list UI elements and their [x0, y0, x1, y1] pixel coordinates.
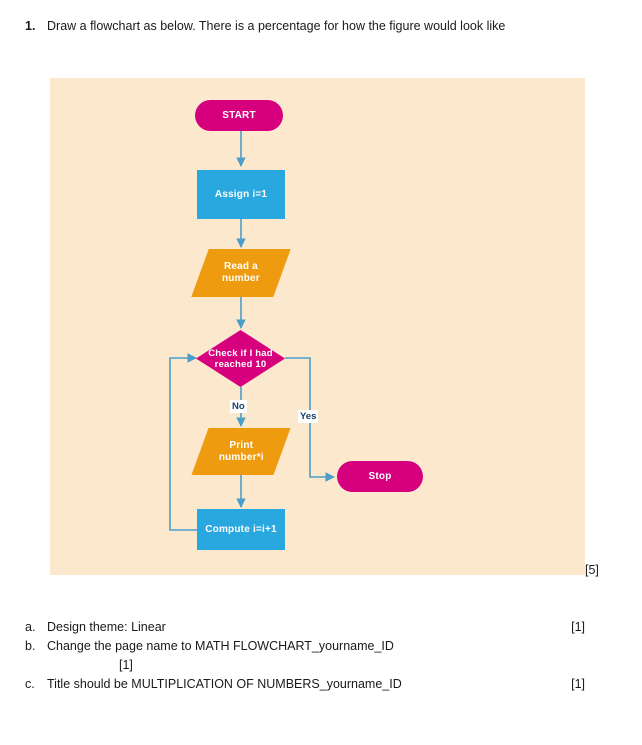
node-print-label: Print number*i: [218, 439, 264, 463]
sub-item-b-text: Change the page name to MATH FLOWCHART_y…: [47, 639, 394, 653]
sub-item-a-mark: [1]: [571, 620, 585, 634]
sub-item-b: b. Change the page name to MATH FLOWCHAR…: [25, 637, 625, 656]
node-compute-label: Compute i=i+1: [205, 523, 277, 535]
branch-label-no: No: [230, 400, 247, 413]
sub-item-a: a. Design theme: Linear [1]: [25, 618, 625, 637]
sub-item-a-text: Design theme: Linear: [47, 620, 166, 634]
decision-diamond-shape: [196, 330, 285, 387]
question-number: 1.: [25, 19, 36, 33]
node-assign[interactable]: Assign i=1: [197, 170, 285, 219]
question-text: Draw a flowchart as below. There is a pe…: [47, 19, 506, 33]
branch-label-yes: Yes: [298, 410, 319, 423]
sub-item-c-letter: c.: [25, 677, 35, 691]
node-stop-label: Stop: [368, 470, 392, 482]
node-assign-label: Assign i=1: [214, 188, 268, 200]
question-1: 1. Draw a flowchart as below. There is a…: [25, 18, 625, 34]
node-decision[interactable]: Check if I had reached 10: [196, 330, 285, 387]
question-mark: [5]: [585, 563, 599, 577]
sub-item-a-letter: a.: [25, 620, 36, 634]
flowchart-panel: START Assign i=1 Read a number Check if …: [50, 78, 585, 575]
flowchart-connectors: [169, 131, 335, 531]
node-read[interactable]: Read a number: [191, 249, 291, 297]
node-start[interactable]: START: [195, 100, 283, 131]
node-stop[interactable]: Stop: [337, 461, 423, 492]
sub-item-c-text: Title should be MULTIPLICATION OF NUMBER…: [47, 677, 402, 691]
sub-item-list: a. Design theme: Linear [1] b. Change th…: [25, 618, 625, 694]
node-compute[interactable]: Compute i=i+1: [197, 509, 285, 550]
sub-item-b-mark: [1]: [119, 658, 133, 672]
sub-item-c: c. Title should be MULTIPLICATION OF NUM…: [25, 675, 625, 694]
sub-item-b-letter: b.: [25, 639, 36, 653]
node-start-label: START: [222, 109, 256, 121]
node-decision-label: Check if I had reached 10: [208, 347, 273, 370]
node-read-label: Read a number: [222, 261, 260, 284]
sub-item-b-mark-row: [1]: [25, 656, 625, 675]
node-print[interactable]: Print number*i: [191, 428, 291, 475]
sub-item-c-mark: [1]: [571, 677, 585, 691]
